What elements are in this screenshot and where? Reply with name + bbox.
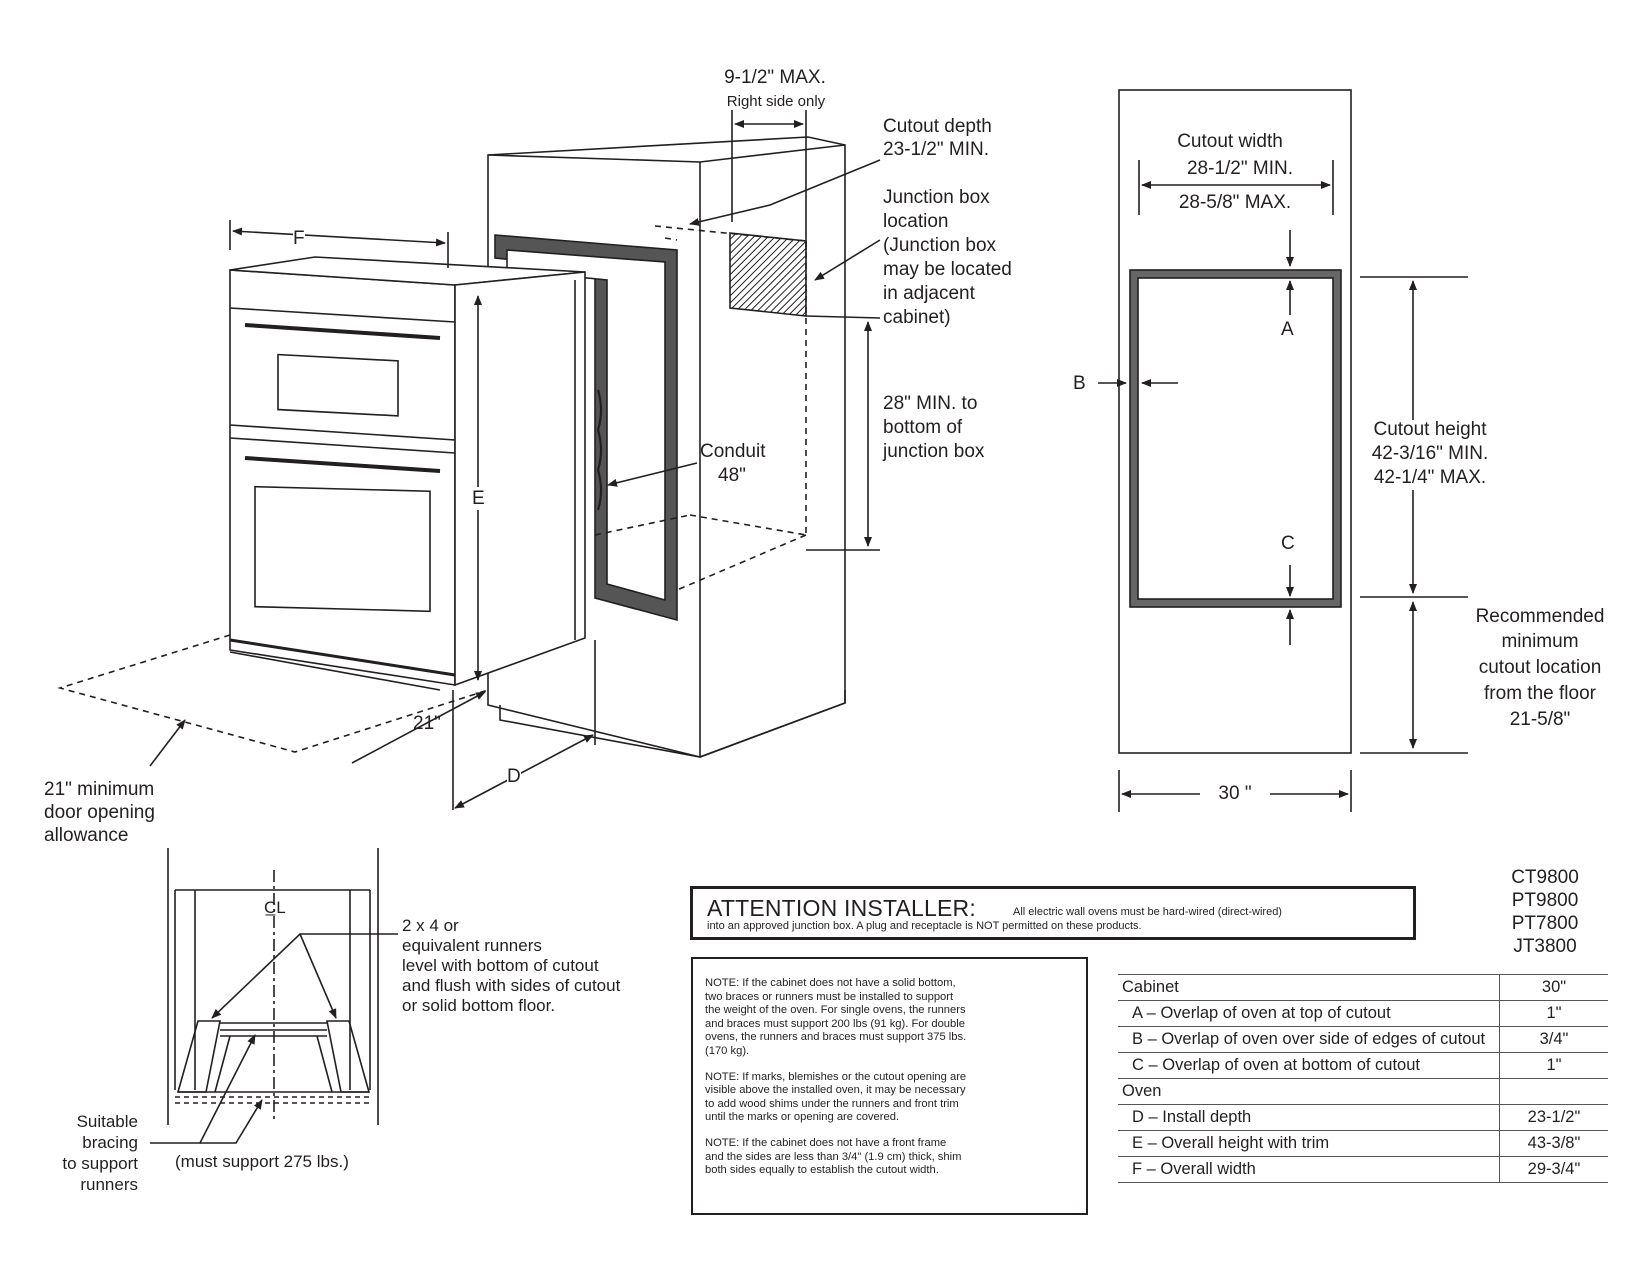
table-label: A – Overlap of oven at top of cutout <box>1118 1000 1500 1027</box>
cutout-width-label: Cutout width <box>1177 131 1283 152</box>
table-label: F – Overall width <box>1118 1156 1500 1183</box>
door-clearance-label: 21" <box>413 713 441 734</box>
dimension-f-label: F <box>293 227 305 250</box>
cutout-elevation <box>1098 89 1468 812</box>
table-label: Oven <box>1118 1078 1500 1105</box>
table-row: A – Overlap of oven at top of cutout 1" <box>1118 1000 1608 1027</box>
table-value: 1" <box>1499 1052 1608 1079</box>
table-value: 29-3/4" <box>1499 1156 1608 1183</box>
table-row: D – Install depth 23-1/2" <box>1118 1104 1608 1131</box>
table-row: Oven <box>1118 1078 1608 1105</box>
model-number: CT9800 <box>1511 867 1579 888</box>
table-value: 43-3/8" <box>1499 1130 1608 1157</box>
right-side-max-label: 9-1/2" MAX. <box>724 67 826 88</box>
overlap-c-label: C <box>1281 533 1295 554</box>
table-value: 3/4" <box>1499 1026 1608 1053</box>
dimension-table: Cabinet 30" A – Overlap of oven at top o… <box>1118 974 1608 1183</box>
dimension-e-label: E <box>472 487 485 510</box>
centerline-symbol: C̲L <box>264 898 286 917</box>
model-number: JT3800 <box>1513 936 1577 957</box>
runner-detail <box>150 848 398 1144</box>
cutout-width-min: 28-1/2" MIN. <box>1186 158 1293 179</box>
table-value <box>1499 1078 1608 1105</box>
conduit-label: Conduit <box>700 441 766 462</box>
table-label: C – Overlap of oven at bottom of cutout <box>1118 1052 1500 1079</box>
table-row: C – Overlap of oven at bottom of cutout … <box>1118 1052 1608 1079</box>
model-number: PT9800 <box>1511 890 1579 911</box>
note-solid-bottom: NOTE: If the cabinet does not have a sol… <box>705 977 967 1057</box>
table-row: Cabinet 30" <box>1118 974 1608 1001</box>
note-front-frame: NOTE: If the cabinet does not have a fro… <box>705 1136 962 1177</box>
table-label: Cabinet <box>1118 974 1500 1001</box>
table-label: E – Overall height with trim <box>1118 1130 1500 1157</box>
model-number: PT7800 <box>1511 913 1579 934</box>
right-side-only-label: Right side only <box>726 93 826 110</box>
oven-drawing <box>229 256 586 691</box>
attention-line-2: into an approved junction box. A plug an… <box>707 920 1142 932</box>
table-value: 30" <box>1499 974 1608 1001</box>
table-label: B – Overlap of oven over side of edges o… <box>1118 1026 1500 1053</box>
table-value: 1" <box>1499 1000 1608 1027</box>
model-numbers: CT9800 PT9800 PT7800 JT3800 <box>1505 866 1585 958</box>
overlap-a-label: A <box>1281 319 1294 340</box>
overlap-b-label: B <box>1073 373 1086 394</box>
attention-installer-box: ATTENTION INSTALLER: All electric wall o… <box>690 886 1416 940</box>
table-value: 23-1/2" <box>1499 1104 1608 1131</box>
table-row: B – Overlap of oven over side of edges o… <box>1118 1026 1608 1053</box>
conduit-length: 48" <box>718 465 746 486</box>
attention-title: ATTENTION INSTALLER: <box>707 895 976 921</box>
cabinet-width-label: 30 " <box>1218 783 1252 804</box>
table-label: D – Install depth <box>1118 1104 1500 1131</box>
attention-line-1: All electric wall ovens must be hard-wir… <box>1013 906 1282 918</box>
cutout-depth-label: Cutout depth <box>883 116 992 137</box>
dimension-d-label: D <box>507 765 521 788</box>
installation-notes: NOTE: If the cabinet does not have a sol… <box>691 957 1088 1215</box>
cutout-width-max: 28-5/8" MAX. <box>1178 192 1292 213</box>
note-marks-blemishes: NOTE: If marks, blemishes or the cutout … <box>705 1070 967 1124</box>
table-row: E – Overall height with trim 43-3/8" <box>1118 1130 1608 1157</box>
cutout-depth-value: 23-1/2" MIN. <box>883 139 990 160</box>
runner-support-weight: (must support 275 lbs.) <box>175 1152 349 1171</box>
table-row: F – Overall width 29-3/4" <box>1118 1156 1608 1183</box>
